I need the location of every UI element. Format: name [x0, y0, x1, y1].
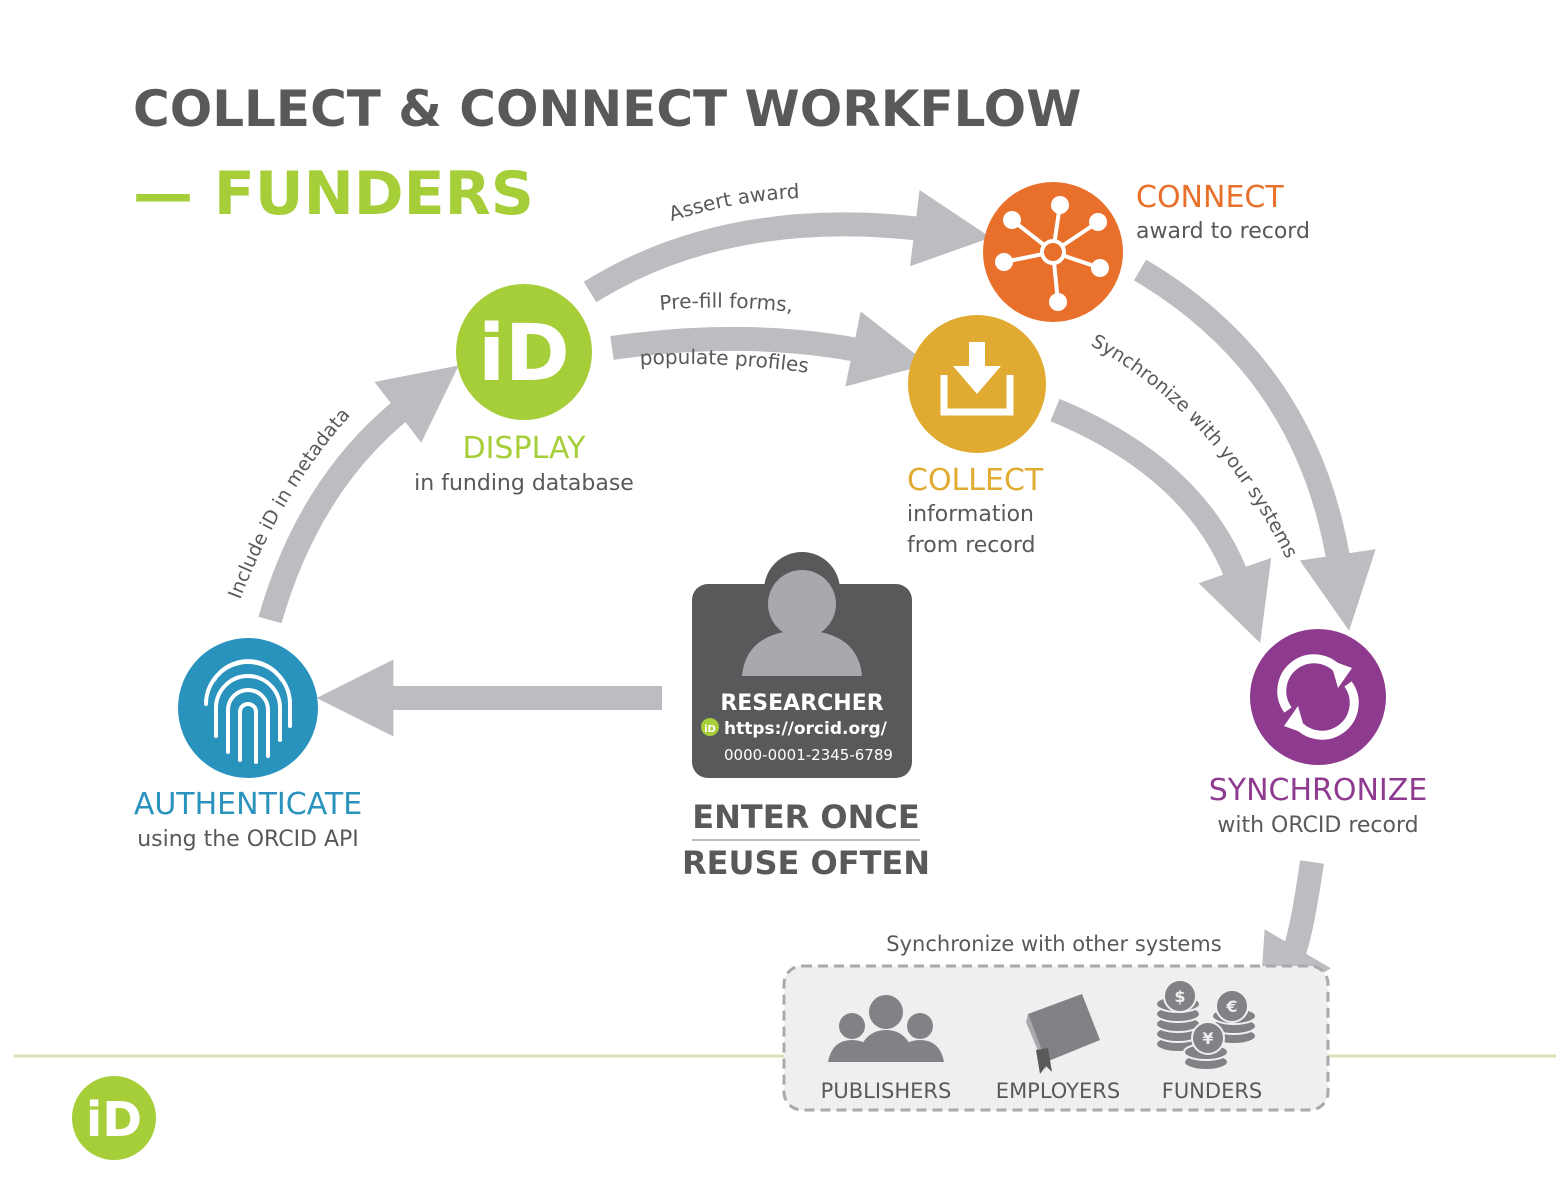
- researcher-url-line2: 0000-0001-2345-6789: [724, 746, 893, 764]
- authenticate-subtitle: using the ORCID API: [137, 827, 359, 852]
- flow-arrows: [258, 189, 1376, 1015]
- label-prefill-line1: Pre-fill forms,: [659, 289, 795, 318]
- connect-subtitle: award to record: [1136, 219, 1310, 244]
- display-title: DISPLAY: [462, 431, 586, 466]
- people-group-icon: [828, 995, 944, 1062]
- connect-node: CONNECT award to record: [983, 180, 1310, 322]
- system-label-employers: EMPLOYERS: [996, 1079, 1120, 1103]
- arrow-synchronize-to-systems: [1258, 860, 1331, 1015]
- display-node: iD DISPLAY in funding database: [414, 284, 634, 496]
- orcid-id-icon: [456, 284, 592, 420]
- arrow-authenticate-to-display: [258, 365, 459, 624]
- title-line1: COLLECT & CONNECT WORKFLOW: [133, 80, 1081, 138]
- researcher-badge: RESEARCHER iD https://orcid.org/ 0000-00…: [692, 552, 912, 778]
- collect-subtitle-line1: information: [907, 502, 1034, 527]
- authenticate-title: AUTHENTICATE: [134, 787, 362, 822]
- arrow-display-to-collect: [610, 311, 929, 387]
- coins-icon: [1155, 979, 1257, 1071]
- synchronize-node: SYNCHRONIZE with ORCID record: [1209, 629, 1428, 838]
- system-label-funders: FUNDERS: [1162, 1079, 1263, 1103]
- tagline-reuse-often: REUSE OFTEN: [682, 844, 930, 882]
- svg-text:€: €: [1225, 997, 1237, 1016]
- sync-arrows-icon: [1250, 629, 1386, 765]
- book-icon: [1026, 994, 1100, 1074]
- title-line2: — FUNDERS: [133, 159, 534, 229]
- other-systems-group: Synchronize with other systems PUBLISHER…: [782, 932, 1330, 1112]
- collect-node: COLLECT information from record: [907, 315, 1046, 558]
- arrow-connect-to-synchronize: [1133, 259, 1376, 631]
- arrow-collect-to-synchronize: [1050, 398, 1272, 644]
- connect-title: CONNECT: [1136, 180, 1284, 215]
- researcher-label: RESEARCHER: [720, 691, 883, 716]
- person-icon: [742, 570, 862, 676]
- tagline-enter-once: ENTER ONCE: [692, 798, 919, 836]
- fingerprint-icon: [178, 638, 318, 778]
- svg-text:iD: iD: [704, 724, 716, 735]
- system-label-publishers: PUBLISHERS: [821, 1079, 952, 1103]
- display-icon-glyph: iD: [478, 309, 569, 399]
- tagline: ENTER ONCE REUSE OFTEN: [682, 798, 930, 882]
- synchronize-title: SYNCHRONIZE: [1209, 773, 1428, 808]
- svg-text:¥: ¥: [1202, 1029, 1213, 1048]
- svg-text:$: $: [1174, 987, 1185, 1006]
- collect-subtitle-line2: from record: [907, 533, 1035, 558]
- arrow-display-to-connect: [583, 189, 991, 303]
- researcher-url-line1: https://orcid.org/: [724, 719, 888, 739]
- authenticate-node: AUTHENTICATE using the ORCID API: [134, 638, 362, 852]
- display-subtitle: in funding database: [414, 471, 634, 496]
- svg-text:iD: iD: [86, 1092, 142, 1148]
- orcid-mini-icon: [701, 718, 719, 736]
- synchronize-subtitle: with ORCID record: [1217, 813, 1418, 838]
- sync-other-label: Synchronize with other systems: [886, 932, 1221, 956]
- collect-title: COLLECT: [907, 463, 1044, 498]
- orcid-logo-icon: iD: [72, 1076, 156, 1160]
